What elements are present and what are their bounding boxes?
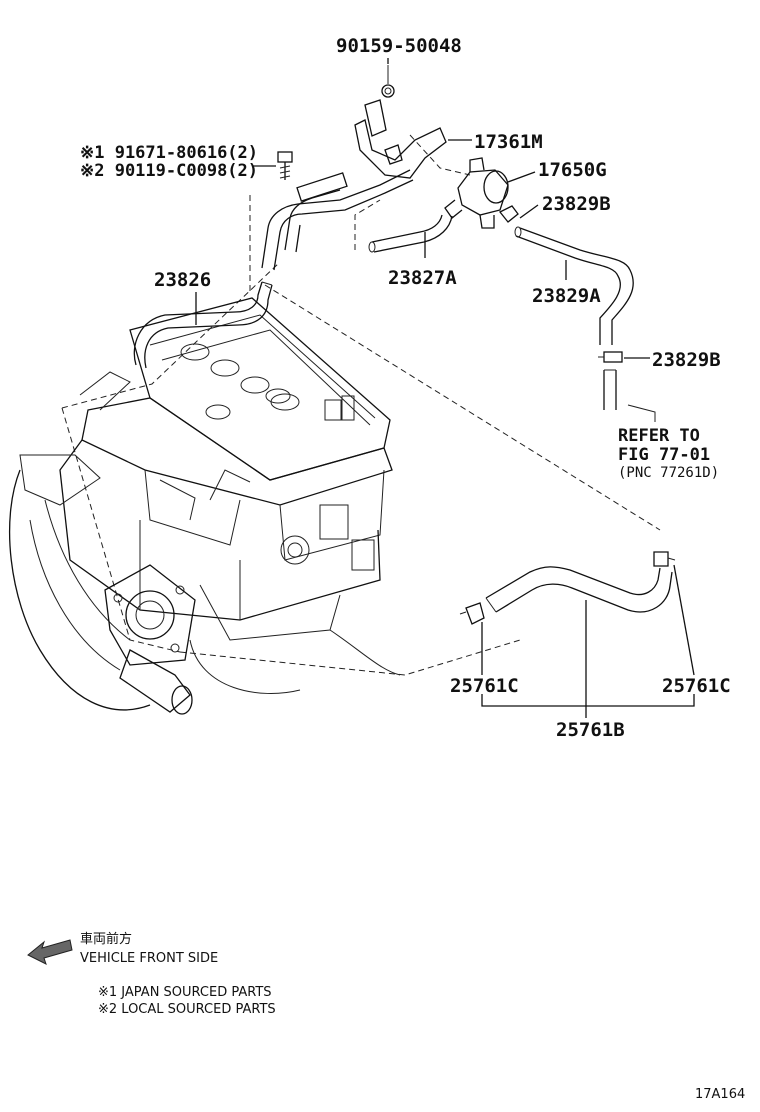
legend-jp-label: 車両前方 xyxy=(80,931,132,947)
valve-17650g xyxy=(444,157,509,229)
label-25761c-right: 25761C xyxy=(662,675,731,697)
hose-23826 xyxy=(133,195,273,369)
label-bolt-note-2: ※2 90119-C0098(2) xyxy=(80,161,258,181)
refer-line-2: FIG 77-01 xyxy=(618,445,710,465)
legend-note-1: ※1 JAPAN SOURCED PARTS xyxy=(98,985,272,1000)
refer-line-3: (PNC 77261D) xyxy=(618,465,719,481)
pipe-upper xyxy=(261,134,471,271)
label-25761b: 25761B xyxy=(556,719,625,741)
legend-front-label: VEHICLE FRONT SIDE xyxy=(80,951,218,966)
engine-illustration xyxy=(8,261,521,715)
label-23826: 23826 xyxy=(154,269,211,291)
label-17650g: 17650G xyxy=(538,159,607,181)
leader-lines xyxy=(195,58,695,718)
bolt xyxy=(277,151,293,180)
clamp-23829b-mid xyxy=(598,351,623,363)
hose-25761b xyxy=(264,284,676,625)
label-90159-50048: 90159-50048 xyxy=(336,35,462,57)
figure-id: 17A164 xyxy=(695,1087,745,1102)
label-23829a: 23829A xyxy=(532,285,601,307)
label-23827a: 23827A xyxy=(388,267,457,289)
bracket-17361m xyxy=(354,65,447,179)
label-25761c-left: 25761C xyxy=(450,675,519,697)
hose-23829a xyxy=(498,205,634,345)
legend-note-2: ※2 LOCAL SOURCED PARTS xyxy=(98,1002,276,1017)
label-bolt-note-1: ※1 91671-80616(2) xyxy=(80,143,258,163)
label-23829b-mid: 23829B xyxy=(652,349,721,371)
label-23829b-top: 23829B xyxy=(542,193,611,215)
front-direction-arrow-icon xyxy=(27,939,73,965)
refer-line-1: REFER TO xyxy=(618,426,700,446)
refer-hose xyxy=(603,369,656,422)
hose-23827a xyxy=(368,214,453,253)
label-17361m: 17361M xyxy=(474,131,543,153)
